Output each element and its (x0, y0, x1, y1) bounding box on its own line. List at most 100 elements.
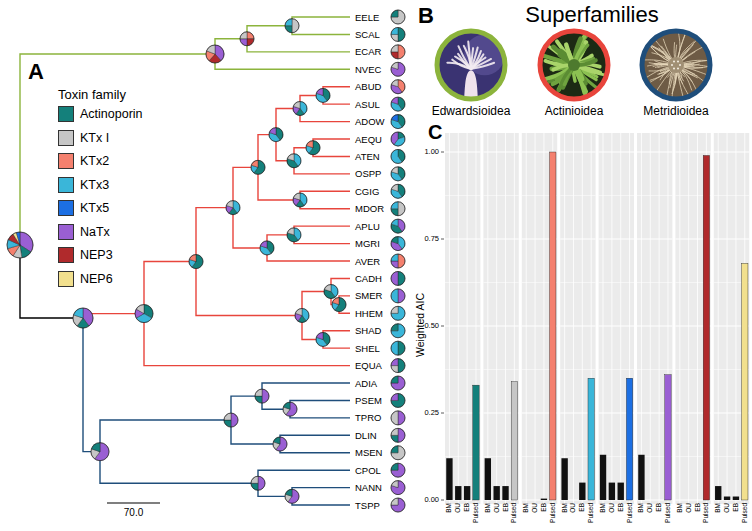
tree-branch (258, 470, 350, 483)
grid-line (560, 195, 595, 196)
value-bar (473, 385, 479, 500)
legend-swatch (58, 200, 74, 216)
pie-outline (273, 437, 287, 451)
state-pie (391, 393, 405, 407)
panel-background (637, 133, 672, 504)
anemone-spot (673, 67, 675, 69)
tip-label: MSEN (355, 447, 382, 458)
category-label: BM (677, 503, 684, 513)
value-bar (561, 458, 567, 500)
legend-swatch (58, 224, 74, 240)
tip-label: ASUL (355, 99, 380, 110)
legend-label: Actinoporin (80, 106, 143, 122)
grid-line (637, 152, 672, 153)
tree-branch (258, 167, 300, 200)
pie-outline (391, 62, 405, 76)
legend-swatch (58, 153, 74, 169)
pie-outline (391, 149, 405, 163)
pie-slice (391, 62, 405, 76)
tip-label: HHEM (355, 308, 383, 319)
value-bar (523, 500, 529, 501)
panel-background (714, 133, 749, 504)
tick-label: 0.75 (424, 235, 439, 243)
tree-branch (300, 200, 350, 209)
facet-panel (714, 133, 749, 504)
state-pie (391, 359, 405, 373)
tree-branch (294, 226, 350, 235)
grid-line (675, 152, 710, 153)
tree-branch (294, 235, 350, 244)
state-pie (306, 141, 320, 155)
photo (540, 31, 608, 99)
tip-label: EQUA (355, 360, 382, 371)
pie-outline (269, 128, 283, 142)
category-label: Pulsed (588, 503, 595, 523)
pie-outline (391, 132, 405, 146)
category-label: Pulsed (550, 503, 557, 523)
pie-outline (306, 141, 320, 155)
tick-label: 0.00 (424, 496, 439, 504)
value-bar (677, 500, 683, 501)
tip-label: DLIN (355, 430, 377, 441)
legend-swatch (58, 177, 74, 193)
bar-chart (441, 133, 749, 504)
tree-branch (267, 248, 350, 261)
tip-label: ABUD (355, 81, 381, 92)
pie-outline (391, 115, 405, 129)
state-pie (269, 128, 283, 142)
tree-branch (144, 262, 196, 314)
value-bar (715, 486, 721, 500)
photo-image (639, 31, 713, 102)
pie-outline (285, 489, 299, 503)
pie-outline (240, 32, 254, 46)
value-bar (570, 500, 576, 501)
pie-slice (398, 428, 405, 442)
pie-outline (285, 19, 299, 33)
pie-outline (391, 202, 405, 216)
grid-line (483, 282, 518, 283)
grid-line (487, 133, 488, 504)
pie-outline (293, 193, 307, 207)
category-label: BM (561, 503, 568, 513)
tip-label: TSPP (355, 500, 380, 511)
state-pie (391, 167, 405, 181)
grid-line (483, 239, 518, 240)
tree-branch (233, 208, 267, 248)
superfamily-label: Metridioidea (616, 105, 736, 118)
tree-branch (290, 409, 350, 418)
value-bar (724, 497, 730, 500)
value-bar (446, 458, 452, 500)
pie-outline (391, 10, 405, 24)
category-label: Pulsed (473, 503, 480, 523)
pie-slice (398, 359, 405, 373)
category-label: OU (532, 503, 539, 513)
panel-letter: C (428, 121, 442, 143)
superfamily-photo-node: Metridioidea (616, 27, 736, 118)
grid-line (599, 326, 634, 327)
pie-outline (391, 271, 405, 285)
pie-outline (391, 498, 405, 512)
pie-slice (391, 393, 405, 407)
grid-line (560, 282, 595, 283)
state-pie (391, 115, 405, 129)
grid-line (560, 326, 595, 327)
pie-outline (293, 102, 307, 116)
value-bar (541, 499, 547, 500)
grid-line (505, 133, 506, 504)
category-label: BM (715, 503, 722, 513)
category-label: EB (464, 503, 471, 512)
grid-line (496, 133, 497, 504)
grid-line (445, 282, 480, 283)
grid-line (697, 133, 698, 504)
superfamily-photo-node: Actinioidea (514, 27, 634, 118)
grid-line (650, 133, 651, 504)
pie-outline (391, 359, 405, 373)
pie-slice (262, 389, 269, 403)
state-pie (391, 10, 405, 24)
grid-line (445, 239, 480, 240)
panel-background (445, 133, 480, 504)
tip-label: SHEL (355, 343, 380, 354)
legend-label: NaTx (80, 224, 110, 240)
pie-outline (251, 476, 265, 490)
anemone-spot (679, 64, 681, 66)
